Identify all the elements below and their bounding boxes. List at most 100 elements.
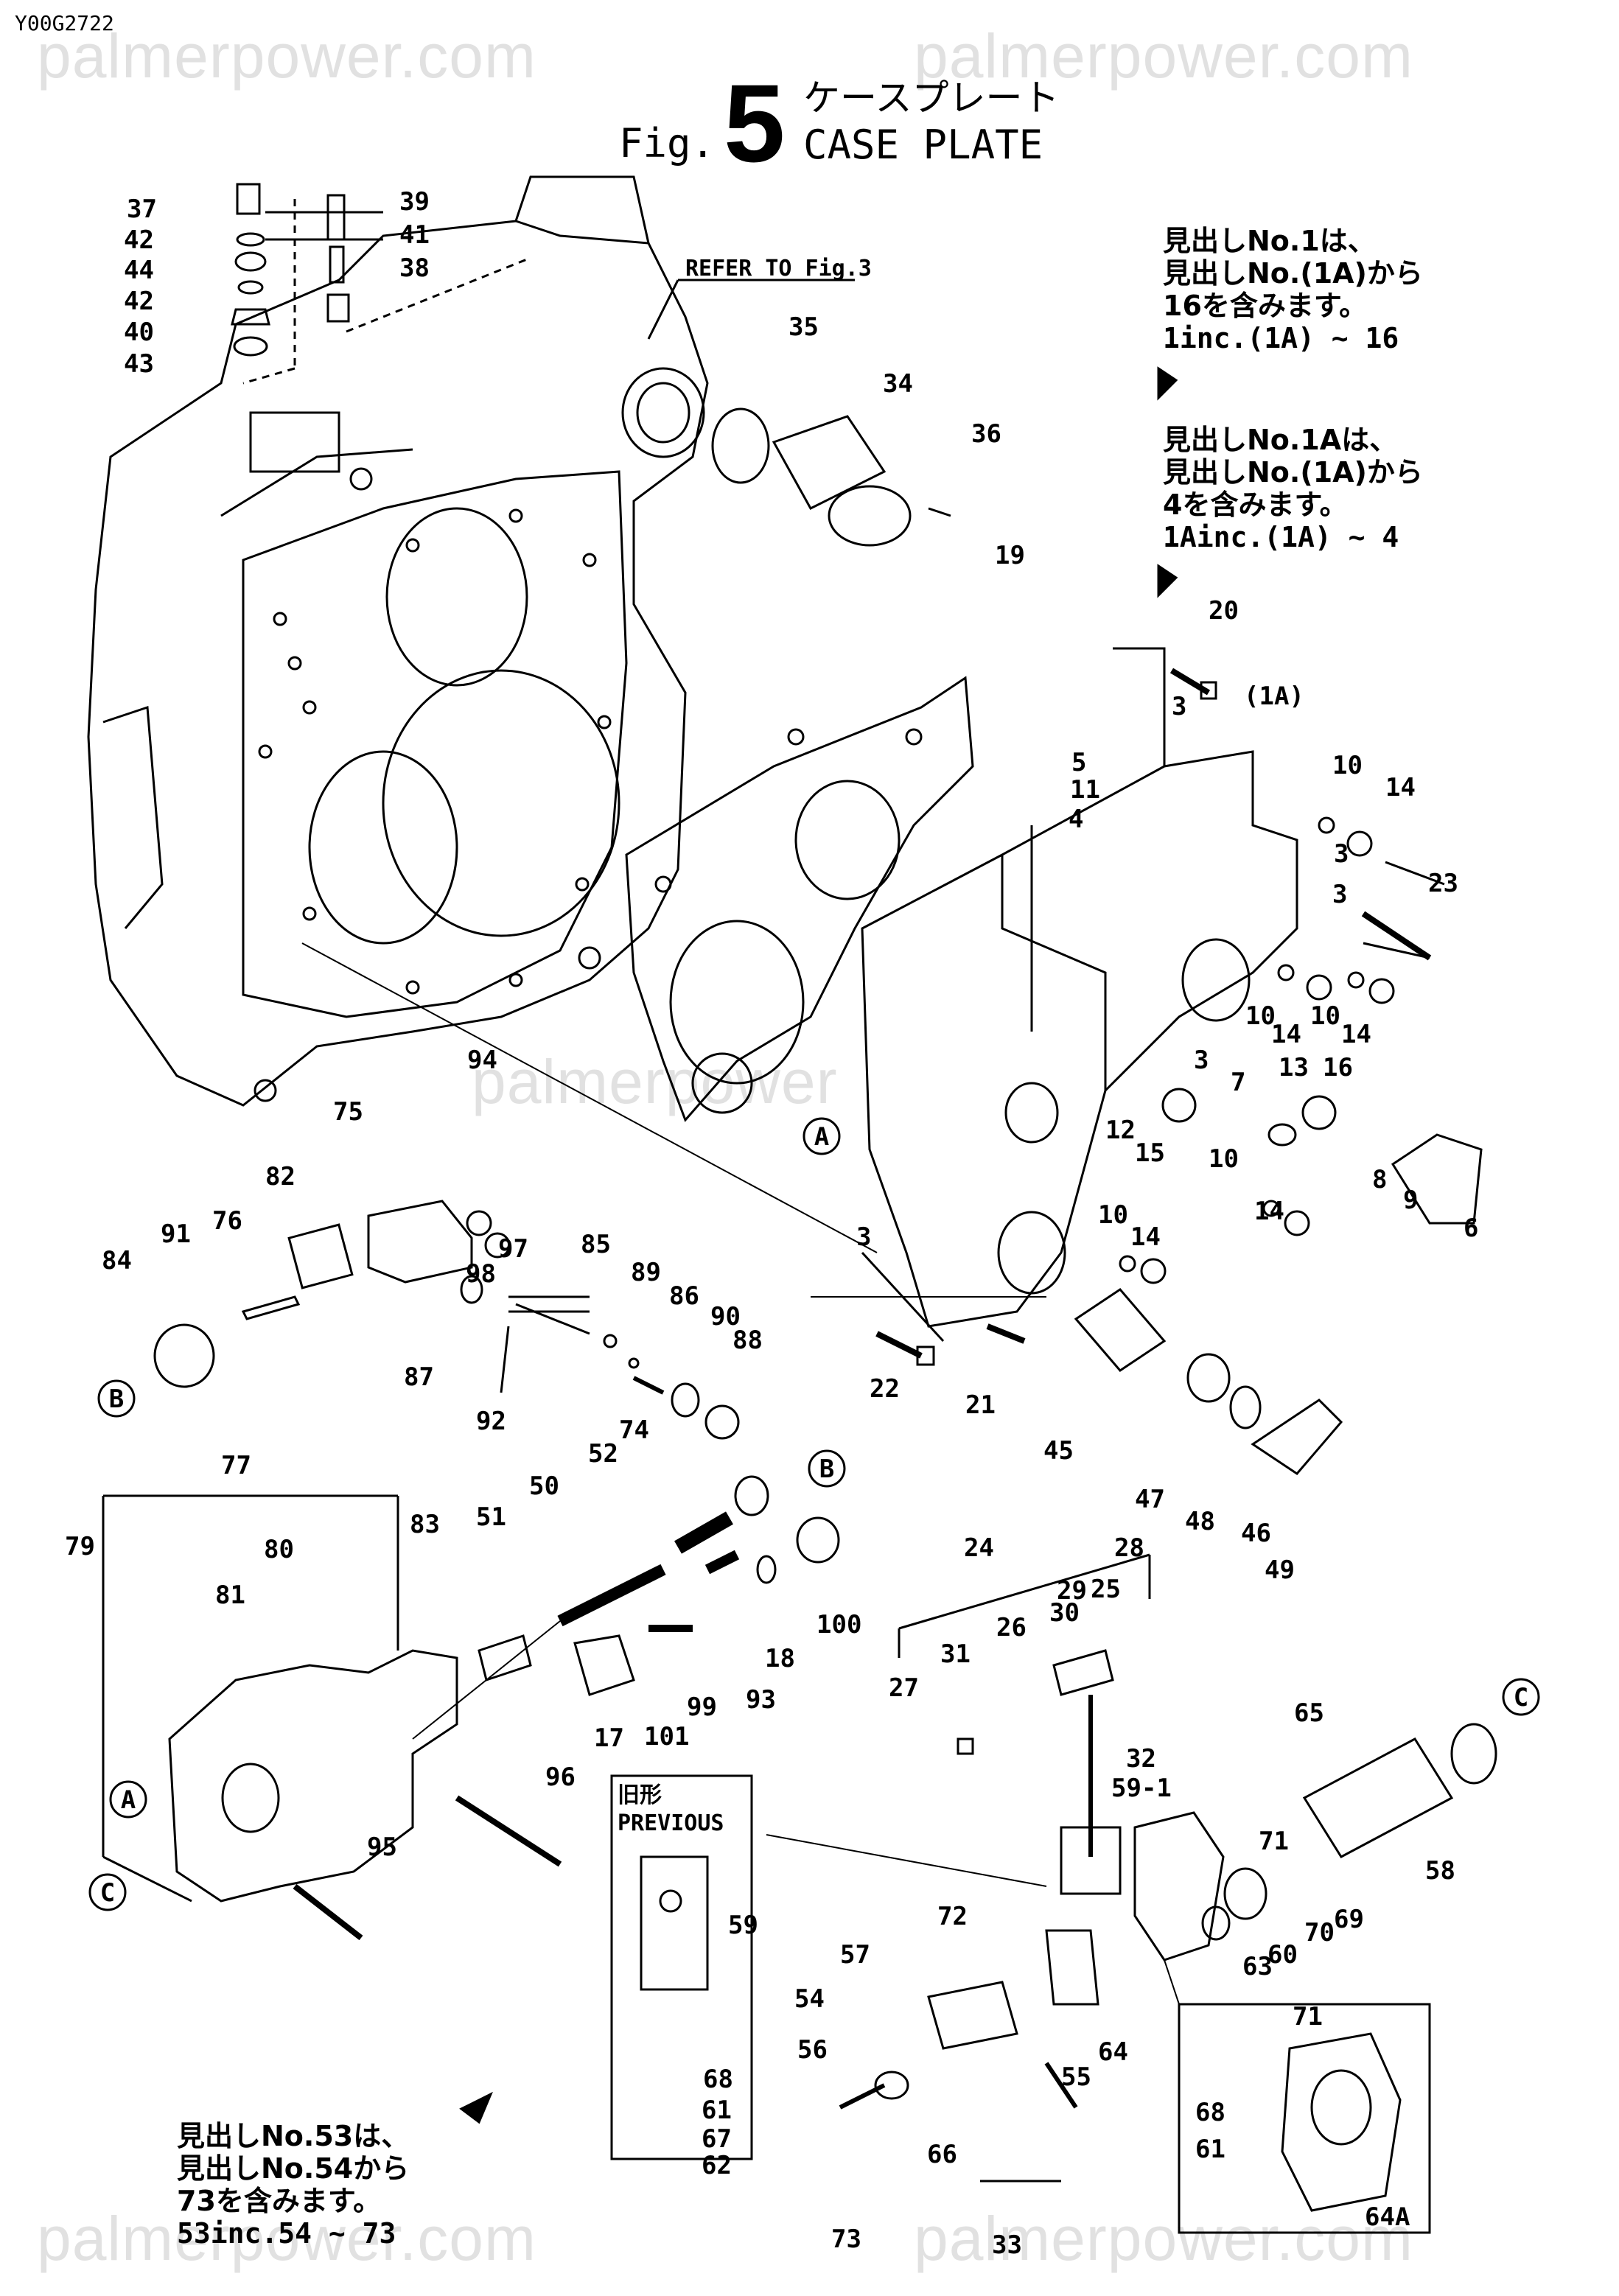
part-number-label: 61 [1195,2135,1225,2164]
callout-C-left-text: C [100,1878,115,1908]
part-number-label: 79 [65,1532,95,1561]
part-number-label: 57 [840,1940,870,1970]
figure-title-jp: ケースプレート [803,77,1060,119]
note53-line4: 53inc.54 ~ 73 [177,2217,396,2250]
part-number-label: 31 [940,1639,971,1669]
part-number-label: 98 [466,1259,496,1289]
part-number-label: 36 [971,419,1001,449]
part-number-label: 10 [1209,1144,1239,1174]
callout-B-right-text: B [819,1455,834,1484]
callout-C-left [88,1873,127,1911]
part-number-label: 83 [410,1510,440,1539]
part-number-label: 4 [1069,805,1083,834]
part-number-label: 14 [1254,1197,1284,1226]
part-number-label: 3 [856,1222,871,1252]
part-number-label: 69 [1334,1905,1364,1934]
part-number-label: 18 [765,1644,795,1673]
plate-59-1 [1133,1811,1225,1961]
part-number-label: 10 [1310,1001,1340,1031]
part-number-label: 3 [1332,880,1347,909]
part-number-label: 35 [788,312,819,342]
part-number-label: 7 [1231,1068,1245,1097]
oring-35 [711,407,770,484]
part-number-label: 12 [1105,1116,1136,1145]
part-number-label: 56 [797,2035,828,2065]
note1-arrow [1157,366,1178,401]
part-number-label: 70 [1304,1918,1335,1947]
part-number-label: 26 [996,1613,1027,1642]
part-number-label: 44 [124,256,154,285]
part-number-label: 52 [588,1439,618,1469]
part-number-label: 81 [215,1581,245,1610]
part-number-label: 68 [703,2065,733,2094]
part-number-label: 87 [404,1362,434,1392]
refer-note: REFER TO Fig.3 [685,256,872,281]
part-number-label: 14 [1271,1020,1301,1049]
part-number-label: 23 [1428,869,1458,898]
previous-label-jp: 旧形 [618,1782,662,1808]
part-number-label: 73 [831,2225,861,2254]
part-number-label: 45 [1043,1436,1074,1466]
part-number-label: 9 [1403,1186,1418,1215]
note1a-line2: 見出しNo.(1A)から [1163,456,1423,489]
part-number-label: 34 [883,369,913,399]
part-number-label: 72 [937,1902,968,1931]
drawing-id: Y00G2722 [15,11,114,35]
watermark-bottom-left: palmerpower.com [37,2204,536,2273]
part-number-label: 99 [687,1693,717,1722]
figure-prefix: Fig. [619,120,716,167]
part-number-label: 68 [1195,2098,1225,2127]
callout-A-left [109,1780,147,1819]
note53-line3: 73を含みます。 [177,2185,382,2217]
part-number-label: 93 [746,1685,776,1715]
part-number-label: 92 [476,1407,506,1436]
previous-box [610,1774,753,2160]
gasket-19 [625,676,974,1122]
part-number-label: 84 [102,1246,132,1275]
part-number-label: 3 [1172,692,1186,721]
valve-75 [367,1200,473,1284]
part-number-label: 42 [124,287,154,316]
callout-C-right [1502,1678,1540,1716]
callout-B-left [97,1379,136,1418]
part-number-label: 50 [529,1471,559,1501]
part-number-label: 58 [1425,1856,1455,1886]
part-number-label: 82 [265,1162,296,1191]
note53-arrow [459,2091,493,2124]
callout-C-right-text: C [1514,1683,1528,1712]
part-number-label: 49 [1265,1555,1295,1585]
part-number-label: 11 [1070,775,1100,805]
part-number-label: 100 [817,1610,861,1639]
part-number-label: 80 [264,1535,294,1564]
part-number-label: 90 [710,1302,741,1331]
part-number-label: 77 [221,1451,251,1480]
watermark-bottom-right: palmerpower.com [914,2204,1413,2273]
part-37 [236,183,261,215]
valve-body-77 [168,1649,458,1903]
part-number-label: 64 [1098,2037,1128,2067]
part-number-label: 41 [399,220,430,250]
part-number-label: 61 [702,2096,732,2125]
note1a-arrow [1157,564,1178,598]
part-number-label: 59-1 [1111,1774,1172,1803]
part-number-label: 55 [1061,2062,1091,2092]
part-number-label: 24 [964,1533,994,1563]
part-number-label: 8 [1372,1165,1387,1194]
part-number-label: 96 [545,1763,576,1792]
part-number-label: 14 [1341,1020,1371,1049]
part-number-label: 94 [467,1046,497,1075]
part-number-label: 25 [1091,1575,1121,1604]
valve-58 [1302,1737,1454,1858]
part-number-label: 13 [1279,1053,1309,1082]
callout-A-top [802,1117,841,1155]
figure-number: 5 [724,61,786,185]
callout-A-left-text: A [121,1785,136,1815]
part-number-label: 59 [728,1911,758,1940]
part-number-label: 101 [644,1722,689,1751]
part-number-label: 76 [212,1206,242,1236]
part-number-label: 91 [161,1219,191,1249]
note1a-line1: 見出しNo.1Aは、 [1163,424,1398,456]
part-number-label: 28 [1114,1533,1144,1563]
part-number-label: 19 [995,541,1025,570]
